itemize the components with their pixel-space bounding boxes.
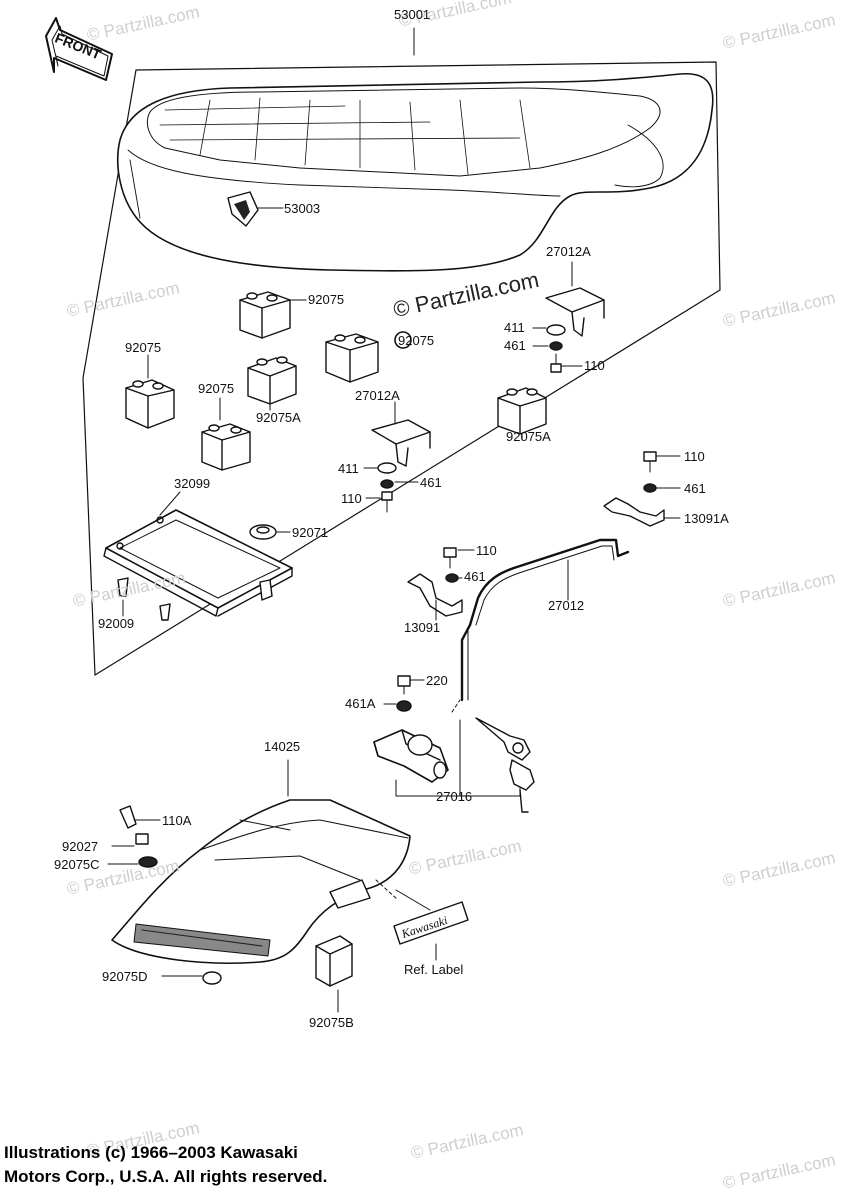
part-label-220: 220 bbox=[426, 673, 448, 688]
part-label-92027: 92027 bbox=[62, 839, 99, 854]
bolt-110-upper bbox=[550, 353, 583, 373]
rubber-block-92075-center bbox=[325, 331, 412, 383]
seat-lock-27016 bbox=[373, 719, 521, 797]
bolt-110-lower bbox=[443, 547, 475, 569]
damper-92075B bbox=[315, 935, 353, 1013]
part-label-110: 110 bbox=[584, 358, 605, 373]
screw-92009 bbox=[117, 577, 273, 621]
part-label-92075A: 92075A bbox=[506, 429, 551, 444]
washer-411-upper bbox=[532, 324, 566, 336]
part-label-411: 411 bbox=[338, 461, 359, 476]
part-label-92075B: 92075B bbox=[309, 1015, 354, 1030]
part-label-27012: 27012 bbox=[548, 598, 585, 613]
clamp-13091 bbox=[407, 573, 463, 621]
part-label-14025: 14025 bbox=[264, 739, 301, 754]
part-label-92075: 92075 bbox=[198, 381, 235, 396]
part-label-92075: 92075 bbox=[398, 333, 435, 348]
collar-92027 bbox=[111, 833, 149, 847]
part-label-110: 110 bbox=[476, 543, 497, 558]
part-label-461: 461 bbox=[464, 569, 486, 584]
part-label-411: 411 bbox=[504, 320, 525, 335]
washer-411-mid bbox=[363, 462, 397, 474]
emblem-53003 bbox=[227, 191, 284, 227]
part-label-ref-label: Ref. Label bbox=[404, 962, 464, 977]
part-label-27016: 27016 bbox=[436, 789, 473, 804]
part-label-13091: 13091 bbox=[404, 620, 441, 635]
bolt-110A bbox=[119, 805, 161, 829]
part-label-110: 110 bbox=[341, 491, 362, 506]
bracket-27012A-top bbox=[545, 261, 605, 337]
rubber-block-92075A-left bbox=[247, 356, 297, 411]
bracket-27012A-mid bbox=[371, 401, 431, 467]
copyright-line-1: Illustrations (c) 1966–2003 Kawasaki bbox=[4, 1143, 298, 1162]
rubber-block-92075-mid bbox=[201, 397, 251, 471]
part-label-27012A: 27012A bbox=[355, 388, 400, 403]
grommet-92075C bbox=[107, 856, 158, 868]
part-label-92075: 92075 bbox=[308, 292, 345, 307]
tail-cowl-14025 bbox=[111, 759, 411, 964]
grommet-92071 bbox=[249, 524, 291, 540]
part-label-461A: 461A bbox=[345, 696, 376, 711]
key-set-icon bbox=[475, 717, 535, 813]
part-label-27012A: 27012A bbox=[546, 244, 591, 259]
washer-461-right bbox=[643, 483, 681, 493]
part-label-13091A: 13091A bbox=[684, 511, 729, 526]
part-label-92009: 92009 bbox=[98, 616, 135, 631]
grommet-92075D bbox=[161, 971, 222, 985]
copyright-notice: Illustrations (c) 1966–2003 Kawasaki Mot… bbox=[4, 1141, 327, 1189]
clamp-13091A bbox=[603, 497, 681, 527]
part-label-92075D: 92075D bbox=[102, 969, 148, 984]
rod-27012 bbox=[460, 538, 630, 702]
tool-tray-32099 bbox=[103, 491, 293, 617]
part-label-92075: 92075 bbox=[125, 340, 162, 355]
washer-461-lower bbox=[445, 573, 463, 583]
rubber-block-92075-upper bbox=[239, 291, 307, 339]
part-label-92075A: 92075A bbox=[256, 410, 301, 425]
seat-53001 bbox=[117, 72, 714, 272]
bolt-110-mid bbox=[365, 491, 393, 513]
washer-461-mid bbox=[380, 479, 419, 489]
part-label-92075C: 92075C bbox=[54, 857, 100, 872]
part-label-461: 461 bbox=[420, 475, 442, 490]
washer-461-upper bbox=[532, 341, 563, 351]
part-label-53003: 53003 bbox=[284, 201, 321, 216]
rubber-block-92075-left bbox=[125, 354, 175, 429]
kawasaki-label-badge bbox=[393, 889, 469, 961]
front-arrow-icon bbox=[45, 17, 113, 81]
bolt-110-right bbox=[643, 451, 681, 473]
washer-461A bbox=[383, 700, 412, 712]
part-label-32099: 32099 bbox=[174, 476, 211, 491]
part-label-110: 110 bbox=[684, 449, 705, 464]
part-label-110A: 110A bbox=[162, 813, 192, 828]
part-label-461: 461 bbox=[504, 338, 526, 353]
rubber-block-92075A-right bbox=[497, 387, 547, 441]
part-label-461: 461 bbox=[684, 481, 706, 496]
part-label-53001: 53001 bbox=[394, 7, 431, 22]
part-label-92071: 92071 bbox=[292, 525, 329, 540]
copyright-line-2: Motors Corp., U.S.A. All rights reserved… bbox=[4, 1167, 328, 1186]
bolt-220 bbox=[397, 675, 425, 695]
